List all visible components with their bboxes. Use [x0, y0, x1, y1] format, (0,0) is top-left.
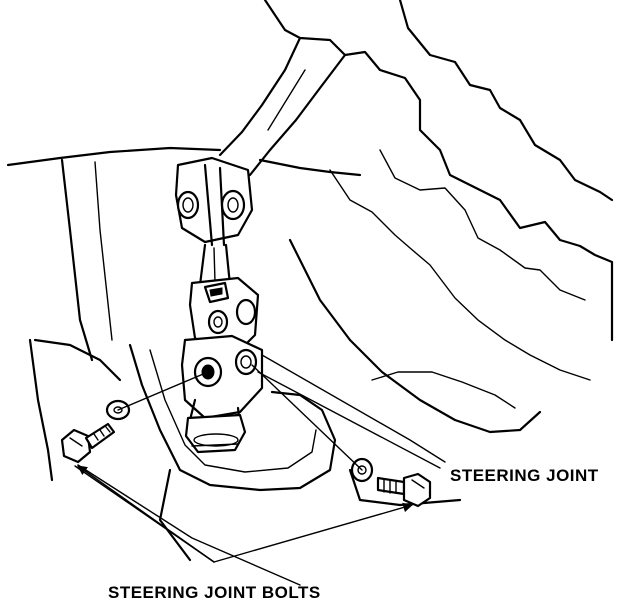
- upper-universal-joint: [174, 156, 254, 247]
- upper-steering-shaft: [218, 36, 347, 177]
- left-steering-joint-bolt: [60, 422, 116, 464]
- vehicle-body-outline: [6, 0, 614, 434]
- steering-joint-bolts-label: STEERING JOINT BOLTS: [108, 583, 321, 602]
- right-steering-joint-bolt: [376, 472, 432, 508]
- leader-lines: [74, 354, 446, 586]
- steering-gearbox-boot: [28, 338, 462, 562]
- steering-joint-label: STEERING JOINT: [450, 466, 599, 485]
- steering-joint: [180, 276, 264, 427]
